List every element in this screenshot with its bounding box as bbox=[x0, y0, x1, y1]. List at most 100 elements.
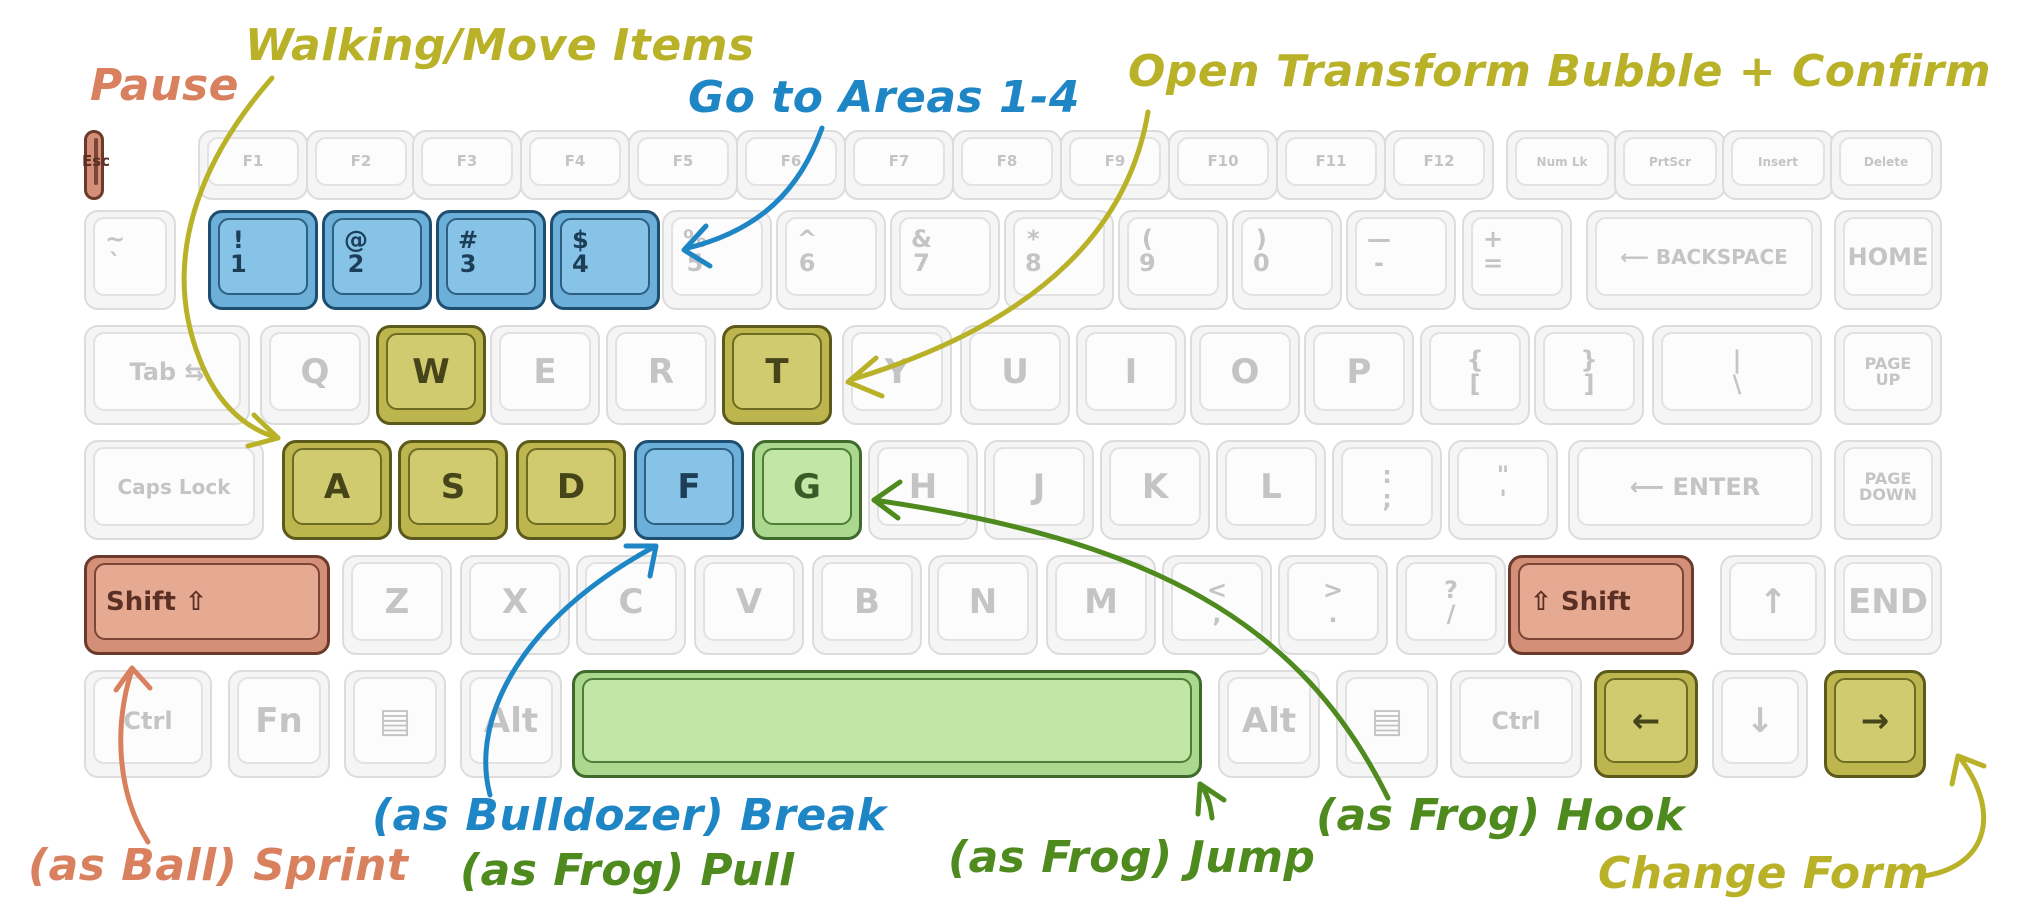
key-blank-r5[interactable]: ▤ bbox=[1336, 670, 1438, 778]
key-x-r4[interactable]: X bbox=[460, 555, 570, 655]
key-cap: Esc bbox=[82, 138, 110, 185]
key-legend: END bbox=[1848, 581, 1928, 622]
key-t-r2[interactable]: T bbox=[722, 325, 832, 425]
key-2-r1[interactable]: @ 2 bbox=[322, 210, 432, 310]
key-blank-r3[interactable]: : ; bbox=[1332, 440, 1442, 540]
key-num-lk-r0[interactable]: Num Lk bbox=[1506, 130, 1618, 200]
key-blank-r5[interactable]: ▤ bbox=[344, 670, 446, 778]
key-4-r1[interactable]: $ 4 bbox=[550, 210, 660, 310]
key-o-r2[interactable]: O bbox=[1190, 325, 1300, 425]
key-f4-r0[interactable]: F4 bbox=[520, 130, 630, 200]
key-f5-r0[interactable]: F5 bbox=[628, 130, 738, 200]
key-3-r1[interactable]: # 3 bbox=[436, 210, 546, 310]
key-page-up-r2[interactable]: PAGE UP bbox=[1834, 325, 1942, 425]
key-legend: < , bbox=[1206, 575, 1228, 628]
key-legend: Alt bbox=[483, 700, 539, 741]
key-blank-r2[interactable]: | \ bbox=[1652, 325, 1822, 425]
key-alt-r5[interactable]: Alt bbox=[1218, 670, 1320, 778]
key-f-r3[interactable]: F bbox=[634, 440, 744, 540]
key-f11-r0[interactable]: F11 bbox=[1276, 130, 1386, 200]
key-1-r1[interactable]: ! 1 bbox=[208, 210, 318, 310]
key-blank-r5[interactable]: ↓ bbox=[1712, 670, 1808, 778]
key-blank-r4[interactable]: < , bbox=[1162, 555, 1272, 655]
key-f3-r0[interactable]: F3 bbox=[412, 130, 522, 200]
key-f9-r0[interactable]: F9 bbox=[1060, 130, 1170, 200]
key-e-r2[interactable]: E bbox=[490, 325, 600, 425]
key-cap: PrtScr bbox=[1623, 137, 1717, 186]
key-caps-lock-r3[interactable]: Caps Lock bbox=[84, 440, 264, 540]
key-r-r2[interactable]: R bbox=[606, 325, 716, 425]
key-cap: Ctrl bbox=[1459, 677, 1573, 764]
key-legend: F11 bbox=[1315, 152, 1347, 170]
key-end-r4[interactable]: END bbox=[1834, 555, 1942, 655]
key-f12-r0[interactable]: F12 bbox=[1384, 130, 1494, 200]
key-cap: X bbox=[469, 562, 561, 641]
key-ctrl-r5[interactable]: Ctrl bbox=[84, 670, 212, 778]
key-y-r2[interactable]: Y bbox=[842, 325, 952, 425]
key-esc-r0[interactable]: Esc bbox=[82, 130, 110, 200]
key-6-r1[interactable]: ^ 6 bbox=[776, 210, 886, 310]
key-n-r4[interactable]: N bbox=[928, 555, 1038, 655]
key-u-r2[interactable]: U bbox=[960, 325, 1070, 425]
key-f10-r0[interactable]: F10 bbox=[1168, 130, 1278, 200]
key-blank-r4[interactable]: ? / bbox=[1396, 555, 1506, 655]
key-0-r1[interactable]: ) 0 bbox=[1232, 210, 1342, 310]
key-blank-r4[interactable]: ↑ bbox=[1720, 555, 1826, 655]
key-b-r4[interactable]: B bbox=[812, 555, 922, 655]
key-c-r4[interactable]: C bbox=[576, 555, 686, 655]
key-l-r3[interactable]: L bbox=[1216, 440, 1326, 540]
key-d-r3[interactable]: D bbox=[516, 440, 626, 540]
key-legend: Z bbox=[384, 581, 410, 622]
key-z-r4[interactable]: Z bbox=[342, 555, 452, 655]
key-prtscr-r0[interactable]: PrtScr bbox=[1614, 130, 1726, 200]
key-backspace-r1[interactable]: ⟵ BACKSPACE bbox=[1586, 210, 1822, 310]
key-p-r2[interactable]: P bbox=[1304, 325, 1414, 425]
key-cap: } ] bbox=[1543, 332, 1635, 411]
key-page-down-r3[interactable]: PAGE DOWN bbox=[1834, 440, 1942, 540]
key-blank-r1[interactable]: ~ ` bbox=[84, 210, 176, 310]
key-enter-r3[interactable]: ⟵ ENTER bbox=[1568, 440, 1822, 540]
key-j-r3[interactable]: J bbox=[984, 440, 1094, 540]
key-g-r3[interactable]: G bbox=[752, 440, 862, 540]
key-f7-r0[interactable]: F7 bbox=[844, 130, 954, 200]
key-alt-r5[interactable]: Alt bbox=[460, 670, 562, 778]
key-shift-r4[interactable]: ⇧ Shift bbox=[1508, 555, 1694, 655]
key-delete-r0[interactable]: Delete bbox=[1830, 130, 1942, 200]
key-blank-r2[interactable]: { [ bbox=[1420, 325, 1530, 425]
key-m-r4[interactable]: M bbox=[1046, 555, 1156, 655]
key-f6-r0[interactable]: F6 bbox=[736, 130, 846, 200]
key-blank-r5[interactable]: ← bbox=[1594, 670, 1698, 778]
key-tab-r2[interactable]: Tab ⇆ bbox=[84, 325, 250, 425]
key-space-r5[interactable] bbox=[572, 670, 1202, 778]
key-ctrl-r5[interactable]: Ctrl bbox=[1450, 670, 1582, 778]
key-k-r3[interactable]: K bbox=[1100, 440, 1210, 540]
key-blank-r4[interactable]: > . bbox=[1278, 555, 1388, 655]
key-q-r2[interactable]: Q bbox=[260, 325, 370, 425]
key-shift-r4[interactable]: Shift ⇧ bbox=[84, 555, 330, 655]
key-fn-r5[interactable]: Fn bbox=[228, 670, 330, 778]
key-i-r2[interactable]: I bbox=[1076, 325, 1186, 425]
key-blank-r5[interactable]: → bbox=[1824, 670, 1926, 778]
key-blank-r3[interactable]: " ' bbox=[1448, 440, 1558, 540]
key-blank-r1[interactable]: + = bbox=[1462, 210, 1572, 310]
key-cap: C bbox=[585, 562, 677, 641]
key-f8-r0[interactable]: F8 bbox=[952, 130, 1062, 200]
key-legend: ~ ` bbox=[105, 225, 126, 277]
key-w-r2[interactable]: W bbox=[376, 325, 486, 425]
key-f1-r0[interactable]: F1 bbox=[198, 130, 308, 200]
key-a-r3[interactable]: A bbox=[282, 440, 392, 540]
key-insert-r0[interactable]: Insert bbox=[1722, 130, 1834, 200]
key-h-r3[interactable]: H bbox=[868, 440, 978, 540]
key-5-r1[interactable]: % 5 bbox=[662, 210, 772, 310]
key-8-r1[interactable]: * 8 bbox=[1004, 210, 1114, 310]
key-7-r1[interactable]: & 7 bbox=[890, 210, 1000, 310]
key-v-r4[interactable]: V bbox=[694, 555, 804, 655]
key-legend: — - bbox=[1367, 225, 1391, 277]
key-blank-r1[interactable]: — - bbox=[1346, 210, 1456, 310]
key-9-r1[interactable]: ( 9 bbox=[1118, 210, 1228, 310]
key-f2-r0[interactable]: F2 bbox=[306, 130, 416, 200]
key-cap: F3 bbox=[421, 137, 513, 186]
key-home-r1[interactable]: HOME bbox=[1834, 210, 1942, 310]
key-blank-r2[interactable]: } ] bbox=[1534, 325, 1644, 425]
key-s-r3[interactable]: S bbox=[398, 440, 508, 540]
